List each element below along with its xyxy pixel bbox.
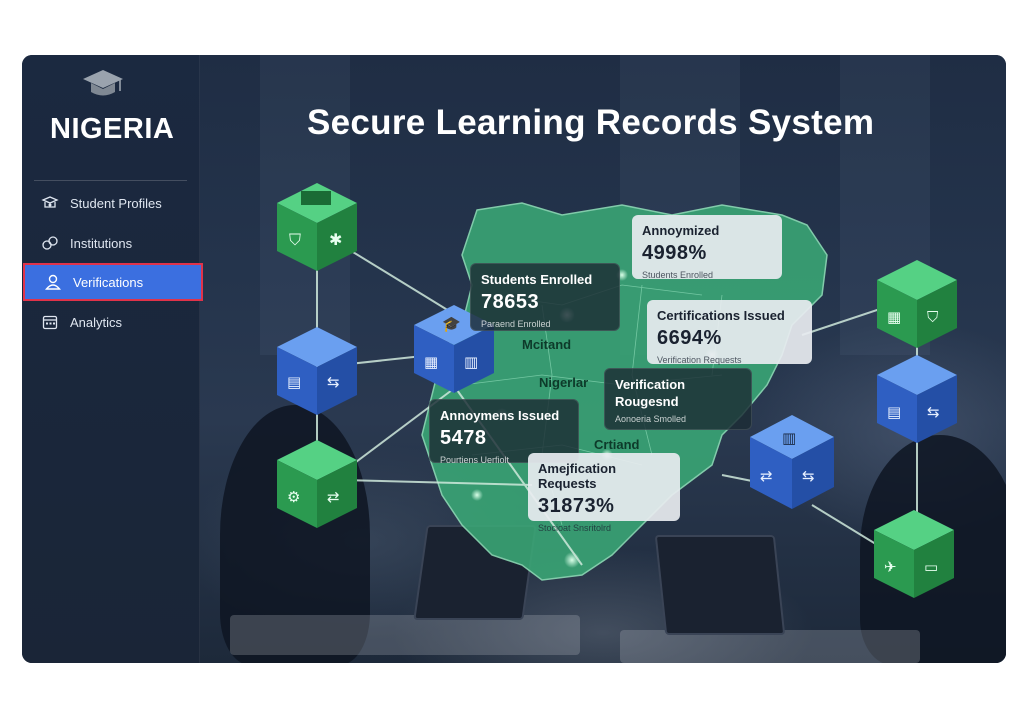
- svg-text:▤: ▤: [887, 403, 901, 421]
- stat-card-verification[interactable]: Verification Rougesnd Aonoeria Smolled: [604, 368, 752, 430]
- map-label: Nigerlar: [539, 375, 589, 390]
- sidebar-item-label: Analytics: [70, 314, 123, 330]
- analytics-calendar-icon: [40, 312, 60, 332]
- card-label: Students Enrolled: [481, 272, 593, 287]
- sidebar-item-verifications[interactable]: Verifications: [23, 263, 203, 301]
- student-profile-icon: [40, 193, 60, 213]
- sidebar-divider: [34, 180, 187, 181]
- card-value: 5478: [440, 427, 487, 449]
- svg-text:▤: ▤: [287, 373, 301, 391]
- graduation-cap-icon: [83, 70, 123, 96]
- blue-data-block: ▤ ⇆: [877, 355, 957, 443]
- card-label-secondary: Rougesnd: [615, 394, 679, 409]
- map-label: Mcitand: [522, 337, 572, 352]
- sidebar-item-analytics[interactable]: Analytics: [22, 303, 204, 341]
- card-label: Annoymens Issued: [440, 408, 560, 423]
- green-data-block: ✈ ▭: [874, 510, 954, 598]
- page-title: Secure Learning Records System: [307, 103, 875, 142]
- stat-card-certifications-issued[interactable]: Certifications Issued 6694% Verification…: [647, 300, 812, 365]
- stat-card-students-enrolled[interactable]: Students Enrolled 78653 Paraend Enrolled: [470, 263, 620, 331]
- stat-card-anonymens-issued[interactable]: Annoymens Issued 5478 Pourtiens Uerfiolt: [429, 399, 579, 465]
- sidebar-item-label: Institutions: [70, 235, 133, 251]
- sidebar-item-student-profiles[interactable]: Student Profiles: [22, 184, 204, 222]
- sidebar-item-label: Verifications: [73, 274, 144, 290]
- stat-card-amplification-requests[interactable]: Amejfication Requests 31873% Stocioat Sn…: [528, 453, 680, 533]
- desk: [620, 630, 920, 663]
- stat-card-anonymized[interactable]: Annoymized 4998% Students Enrolled: [632, 215, 782, 280]
- student-figure: [220, 405, 370, 663]
- sidebar-item-label: Student Profiles: [70, 195, 162, 211]
- card-sub: Paraend Enrolled: [481, 319, 551, 329]
- card-label: Annoymized: [642, 223, 720, 238]
- card-label: Amejfication Requests: [538, 461, 617, 491]
- svg-text:⇄: ⇄: [327, 488, 340, 506]
- card-value: 4998%: [642, 242, 707, 264]
- svg-text:✈: ✈: [884, 558, 897, 576]
- svg-text:⛉: ⛉: [289, 230, 301, 249]
- network-visualization: ⛉ ✱ ▤ ⇆ ⚙ ⇄ 🎓 ▦ ▥ ▦: [277, 183, 957, 598]
- svg-text:⚙: ⚙: [287, 488, 300, 506]
- blue-data-block: ▥ ⇄ ⇆: [750, 415, 834, 509]
- institution-link-icon: [40, 233, 60, 253]
- classroom-background: [200, 55, 1006, 663]
- card-sub: Aonoeria Smolled: [615, 414, 687, 424]
- brand-name: NIGERIA: [50, 113, 175, 145]
- verification-user-icon: [43, 272, 63, 292]
- card-sub: Students Enrolled: [642, 270, 714, 280]
- svg-text:⛉: ⛉: [927, 308, 938, 326]
- svg-text:⇆: ⇆: [927, 403, 940, 421]
- desk: [230, 615, 580, 655]
- blue-data-block: ▤ ⇆: [277, 327, 357, 415]
- card-value: 31873%: [538, 495, 615, 517]
- card-sub: Verification Requests: [657, 355, 742, 365]
- svg-text:▦: ▦: [887, 308, 901, 326]
- map-label: Crtiand: [594, 437, 640, 452]
- card-label: Certifications Issued: [657, 308, 785, 323]
- sidebar: NIGERIA Student Profiles Institutions Ve…: [22, 55, 203, 663]
- svg-text:▭: ▭: [924, 558, 938, 576]
- card-value: 6694%: [657, 327, 722, 349]
- card-sub: Pourtiens Uerfiolt: [440, 455, 510, 465]
- card-value: 78653: [481, 291, 540, 313]
- svg-text:⇄: ⇄: [760, 467, 773, 485]
- svg-text:▦: ▦: [424, 353, 438, 371]
- green-data-block: ⛉ ✱: [277, 183, 357, 271]
- app-window: NIGERIA Student Profiles Institutions Ve…: [22, 55, 1006, 663]
- blue-data-block: 🎓 ▦ ▥: [414, 305, 494, 393]
- svg-text:🎓: 🎓: [442, 315, 461, 333]
- svg-text:⇆: ⇆: [327, 373, 340, 391]
- svg-text:⇆: ⇆: [802, 467, 815, 485]
- green-data-block: ⚙ ⇄: [277, 440, 357, 528]
- svg-text:▥: ▥: [464, 353, 478, 371]
- sidebar-item-institutions[interactable]: Institutions: [22, 224, 204, 262]
- card-label: Verification: [615, 377, 686, 392]
- green-data-block: ▦ ⛉: [877, 260, 957, 348]
- card-sub: Stocioat Snsritolrd: [538, 523, 612, 533]
- svg-text:▥: ▥: [782, 429, 796, 447]
- svg-text:✱: ✱: [329, 230, 342, 249]
